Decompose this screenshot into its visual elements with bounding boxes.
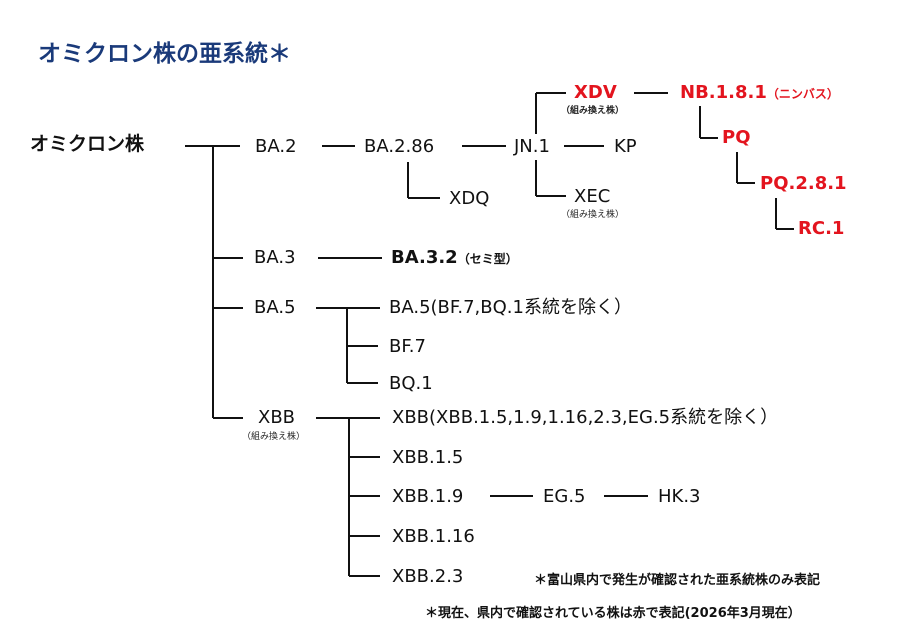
node-nb181: NB.1.8.1（ニンバス） — [680, 82, 839, 105]
node-xdv-note: （組み換え株） — [561, 106, 625, 116]
node-ba3: BA.3 — [254, 247, 296, 268]
node-xbb15: XBB.1.5 — [392, 447, 464, 468]
node-eg5: EG.5 — [543, 486, 586, 507]
node-ba5-rest: BA.5(BF.7,BQ.1系統を除く） — [389, 297, 632, 318]
node-xdv: XDV — [574, 82, 617, 103]
node-kp: KP — [614, 136, 637, 157]
node-xec: XEC — [574, 186, 611, 207]
node-ba286: BA.2.86 — [364, 136, 435, 157]
node-pq: PQ — [722, 127, 751, 148]
node-ba5: BA.5 — [254, 297, 296, 318]
footnote-2: ＊現在、県内で確認されている株は赤で表記(2026年3月現在） — [425, 606, 801, 621]
node-xdq: XDQ — [449, 188, 490, 209]
node-ba32-label: BA.3.2 — [391, 247, 458, 268]
node-pq281: PQ.2.8.1 — [760, 173, 847, 194]
footnote-1: ＊富山県内で発生が確認された亜系統株のみ表記 — [534, 573, 821, 588]
node-bq1: BQ.1 — [389, 373, 433, 394]
node-jn1: JN.1 — [514, 136, 550, 157]
node-ba32: BA.3.2（セミ型） — [391, 247, 518, 270]
node-rc1: RC.1 — [798, 218, 845, 239]
node-xbb19: XBB.1.9 — [392, 486, 464, 507]
node-nb181-label: NB.1.8.1 — [680, 82, 767, 103]
node-ba32-sub: （セミ型） — [457, 252, 518, 266]
node-xbb23: XBB.2.3 — [392, 566, 464, 587]
node-xec-note: （組み換え株） — [561, 210, 625, 220]
node-omicron: オミクロン株 — [30, 133, 145, 155]
node-hk3: HK.3 — [658, 486, 701, 507]
node-bf7: BF.7 — [389, 336, 426, 357]
page-title: オミクロン株の亜系統＊ — [38, 41, 291, 67]
node-nb181-sub: （ニンバス） — [766, 87, 839, 101]
node-xbb-rest: XBB(XBB.1.5,1.9,1.16,2.3,EG.5系統を除く） — [392, 407, 779, 428]
node-xbb: XBB — [258, 407, 296, 428]
node-xbb-note: （組み換え株） — [242, 432, 306, 442]
node-xbb116: XBB.1.16 — [392, 526, 475, 547]
node-ba2: BA.2 — [255, 136, 297, 157]
